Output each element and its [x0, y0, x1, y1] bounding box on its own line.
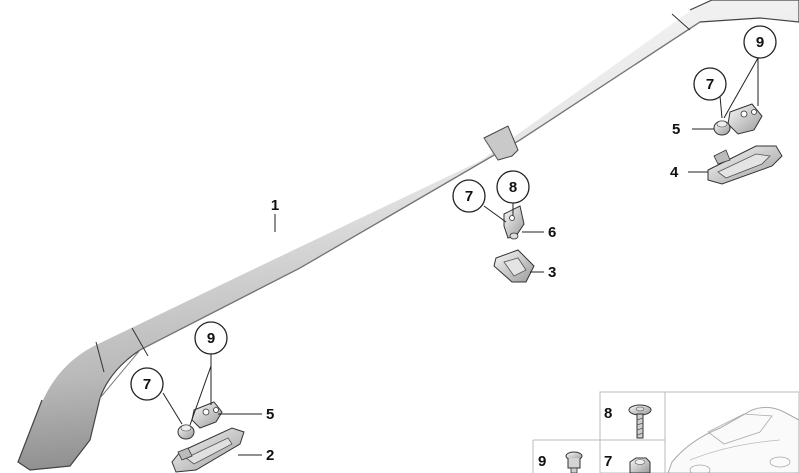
callout-screw-rear: 9: [194, 321, 228, 355]
label-5-front: 5: [672, 121, 680, 138]
label-9-rear: 9: [207, 330, 215, 347]
callout-nut-rear: 7: [130, 367, 164, 401]
label-1: 1: [271, 197, 279, 214]
inset-label-9: 9: [538, 453, 546, 470]
label-7-rear: 7: [143, 376, 151, 393]
fastener-inset: 8 9 7: [532, 391, 799, 473]
label-8-mid: 8: [509, 179, 517, 196]
label-7-front: 7: [706, 76, 714, 93]
label-4: 4: [670, 164, 679, 181]
roof-rail: [17, 0, 799, 471]
label-9-front: 9: [756, 34, 764, 51]
inset-label-8: 8: [604, 405, 612, 422]
callout-nut-mid: 7: [452, 179, 486, 213]
leader-lines: [162, 57, 759, 456]
rear-mount-assembly: [171, 401, 245, 473]
middle-mount-assembly: [493, 205, 535, 283]
screw-8-icon: [628, 404, 652, 439]
label-5-rear: 5: [266, 406, 274, 423]
callout-screw-front: 9: [743, 25, 777, 59]
label-2: 2: [266, 447, 274, 464]
screw-9-icon: [565, 451, 583, 473]
nut-7-icon: [629, 457, 651, 473]
label-7-mid: 7: [465, 188, 473, 205]
inset-label-7: 7: [604, 453, 612, 470]
callout-rail: 1: [271, 197, 279, 214]
car-thumbnail-icon: [667, 406, 799, 473]
callout-nut-front: 7: [693, 67, 727, 101]
front-mount-assembly: [707, 103, 783, 185]
callout-screw-mid: 8: [496, 170, 530, 204]
label-6: 6: [548, 224, 556, 241]
label-3: 3: [548, 264, 556, 281]
